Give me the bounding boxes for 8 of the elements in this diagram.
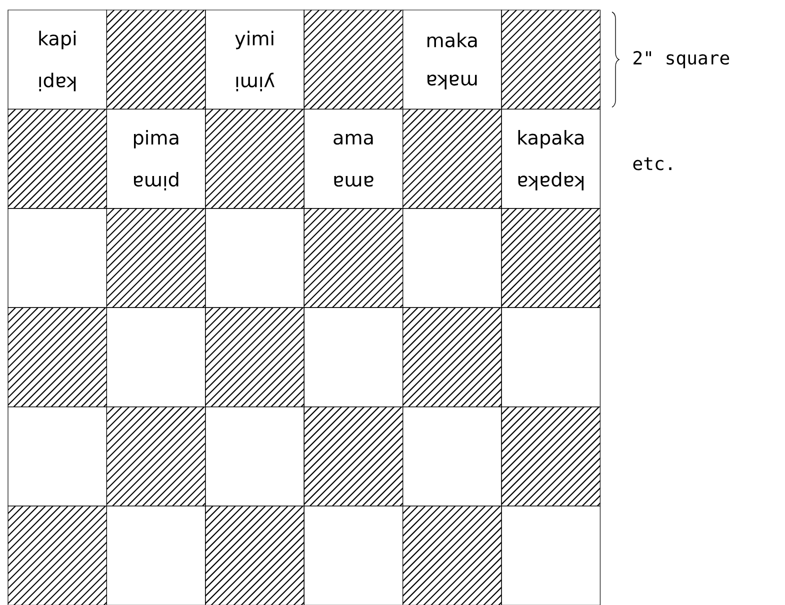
note: etc. [633, 157, 672, 170]
word-square: ama ama [304, 108, 404, 209]
word-square: yimi yimi [205, 10, 304, 110]
dimension-note: 2" square [634, 51, 730, 68]
word-square: kapi kapi [8, 10, 108, 110]
word-square: kapaka kapaka [501, 108, 601, 209]
word-square: maka maka [402, 10, 502, 110]
word-square: pima pima [106, 108, 206, 209]
